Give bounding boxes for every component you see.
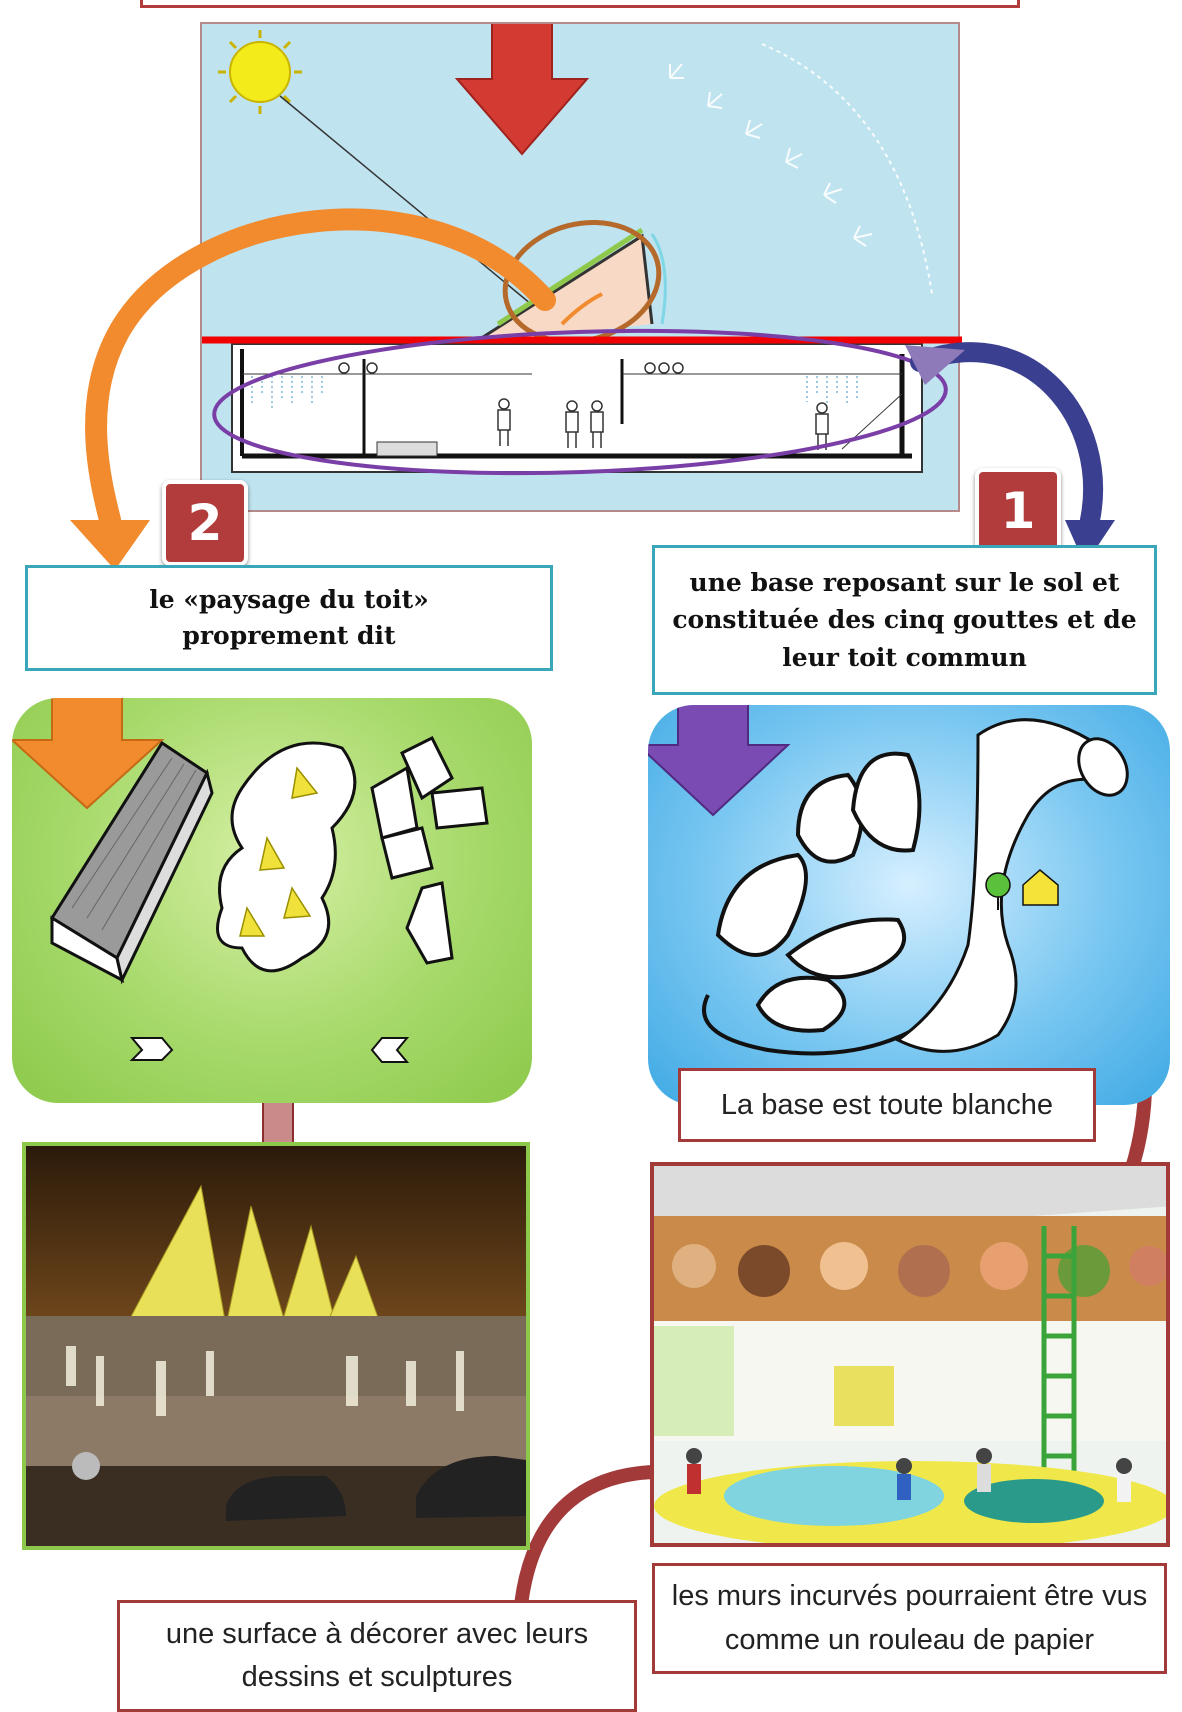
orange-curved-arrow [85,208,556,531]
green-ladder [1041,1226,1077,1506]
mural-faces [672,1242,1166,1297]
roof-landscape-label: le «paysage du toit» proprement dit [25,565,553,671]
base-description-label: une base reposant sur le sol et constitu… [652,545,1157,695]
badge-one: 1 [975,468,1061,554]
top-red-frame [140,0,1020,8]
roof-volumes-sketch [12,698,489,1063]
exterior-night-render [22,1142,530,1550]
interior-render [650,1162,1170,1547]
decorate-surface-label: une surface à décorer avec leurs dessins… [117,1600,637,1712]
roof-landscape-panel [12,698,532,1103]
badge-two: 2 [162,480,248,566]
purple-down-arrow [648,705,791,817]
wind-arrows [669,43,933,295]
base-white-label: La base est toute blanche [678,1068,1096,1142]
base-panel [648,705,1170,1105]
tree-drawing [985,872,1011,910]
house-drawing [1022,869,1059,906]
sun-icon [218,30,538,310]
base-sketch [648,705,1129,1056]
orange-down-arrow [12,698,165,810]
section-svg [202,13,962,476]
red-down-arrow [454,13,590,156]
curved-walls-label: les murs incurvés pourraient être vus co… [652,1563,1167,1674]
